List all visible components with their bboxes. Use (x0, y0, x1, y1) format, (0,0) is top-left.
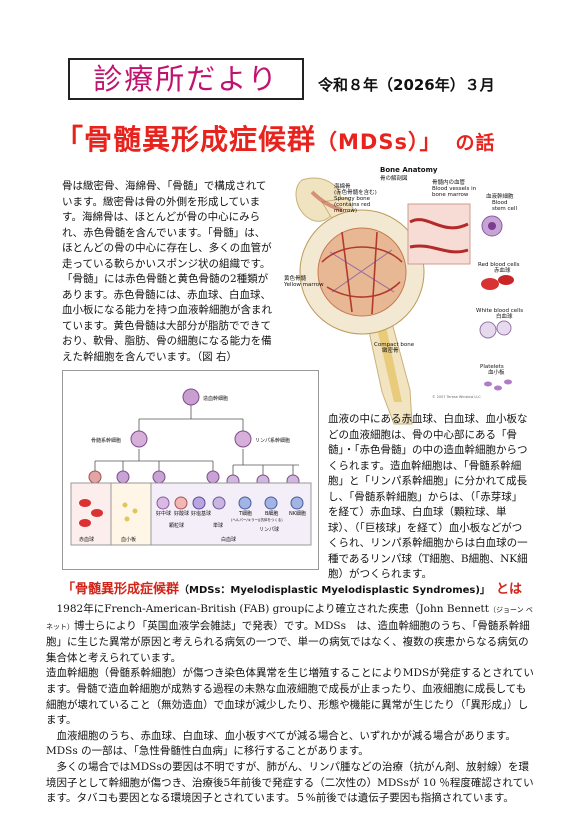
stem-jp: 血液幹細胞 (486, 192, 514, 200)
main-title-suffix: の話 (455, 132, 496, 154)
compact-jp: 緻密骨 (382, 346, 399, 354)
stem-en: Blood (492, 200, 508, 206)
bone-copyright: © 2007 Terese Winslow LLC (432, 395, 481, 399)
subtitle-paren: （MDSs：Myelodisplastic Myelodisplastic Sy… (179, 585, 490, 596)
plt-en: Platelets (480, 364, 504, 370)
blood-cell-paragraph: 血液の中にある赤血球、白血球、血小板などの血液細胞は、骨の中心部にある「骨髄」・… (328, 413, 528, 580)
newsletter-title: 診療所だより (93, 62, 279, 96)
spongy-jp: 海綿骨 (334, 182, 351, 190)
fig-cell-eosinophil: 好酸球 (174, 510, 189, 517)
fig-lymphoid: リンパ系幹細胞 (255, 437, 290, 444)
subtitle-tail: とは (495, 582, 522, 597)
vessels-jp: 骨髄内の血管 (432, 178, 466, 186)
body-p1-b: 博士らにより「英国血液学会雑誌」で発表）です。MDSs は、造血幹細胞のうち、「… (46, 619, 530, 664)
fig-root: 造血幹細胞 (203, 395, 228, 402)
fig-rbc: 赤血球 (79, 536, 94, 543)
body-paragraph-2: 造血幹細胞（骨髄系幹細胞）が傷つき染色体異常を生じ増殖することによりMDSが発症… (46, 667, 534, 727)
fig-t: T細胞 (238, 510, 252, 517)
fig-b-sub: (抗体をつくる) (259, 517, 283, 522)
fig-plt: 血小板 (121, 536, 136, 543)
stem-en-2: stem cell (492, 206, 517, 212)
body-p1-a: 1982年にFrench-American-British (FAB) grou… (46, 603, 489, 615)
rbc-jp: 赤血球 (494, 266, 511, 274)
yellow-en: Yellow marrow (283, 282, 324, 288)
body-paragraph-1: 1982年にFrench-American-British (FAB) grou… (46, 602, 536, 666)
bone-figure-title-jp: 骨の解剖図 (380, 174, 408, 182)
wbc-jp: 白血球 (496, 312, 513, 320)
issue-date: 令和８年（2026年）３月 (318, 76, 495, 94)
hematopoiesis-figure: 造血幹細胞 骨髄系幹細胞 リンパ系幹細胞 好中球 好酸球 好塩基球 顆粒球 単球… (62, 370, 319, 570)
subtitle-main: 「骨髄異形成症候群 (62, 582, 180, 597)
fig-cell-basophil: 好塩基球 (191, 510, 211, 517)
spongy-en-3: marrow) (334, 208, 357, 214)
body-paragraph-3: 血液細胞のうち、赤血球、白血球、血小板すべてが減る場合と、いずれかが減る場合があ… (46, 729, 516, 758)
fig-wbc: 白血球 (221, 536, 236, 543)
plt-jp: 血小板 (488, 368, 505, 376)
main-title-prefix: 「骨髄異形成症候群 (55, 123, 317, 156)
body-paragraph-4: 多くの場合ではMDSsの要因は不明ですが、肺がん、リンパ腫などの治療（抗がん剤、… (46, 760, 534, 805)
section-subtitle: 「骨髄異形成症候群（MDSs：Myelodisplastic Myelodisp… (62, 578, 522, 597)
fig-granulocyte: 顆粒球 (169, 522, 184, 529)
bone-figure-title: Bone Anatomy (380, 166, 438, 174)
fig-nk: NK細胞 (289, 510, 306, 517)
fig-b: B細胞 (265, 510, 278, 517)
intro-paragraph: 骨は緻密骨、海綿骨、「骨髄」で構成されています。緻密骨は骨の外側を形成しています… (62, 180, 272, 363)
main-title-mds: （MDSs）」 (316, 130, 442, 154)
fig-monocyte: 単球 (213, 522, 223, 529)
fig-myeloid: 骨髄系幹細胞 (91, 437, 121, 444)
vessels-en-2: bone marrow (432, 192, 469, 198)
fig-t-sub: (ヘルパー/キラー) (231, 517, 260, 522)
yellow-jp: 黄色骨髄 (284, 274, 307, 282)
vessels-en: Blood vessels in (432, 186, 477, 192)
header-box (68, 58, 304, 100)
spongy-en-2: (contains red (334, 202, 370, 208)
fig-cell-neutrophil: 好中球 (156, 510, 171, 517)
body-text: 1982年にFrench-American-British (FAB) grou… (46, 602, 536, 807)
body-p1-ruby: （ジョーン ベネット） (46, 606, 533, 631)
spongy-en: Spongy bone (334, 196, 371, 202)
rbc-en: Red blood cells (478, 262, 520, 268)
wbc-en: White blood cells (476, 308, 523, 314)
main-title: 「骨髄異形成症候群（MDSs）」の話 (55, 118, 495, 158)
spongy-jp-2: (赤色骨髄を含む) (334, 188, 377, 196)
bone-anatomy-figure: Bone Anatomy 骨の解剖図 海綿骨 (赤色骨髄を含む) Spongy … (282, 162, 528, 432)
fig-lymphocyte: リンパ球 (259, 526, 279, 533)
compact-en: Compact bone (374, 342, 415, 348)
